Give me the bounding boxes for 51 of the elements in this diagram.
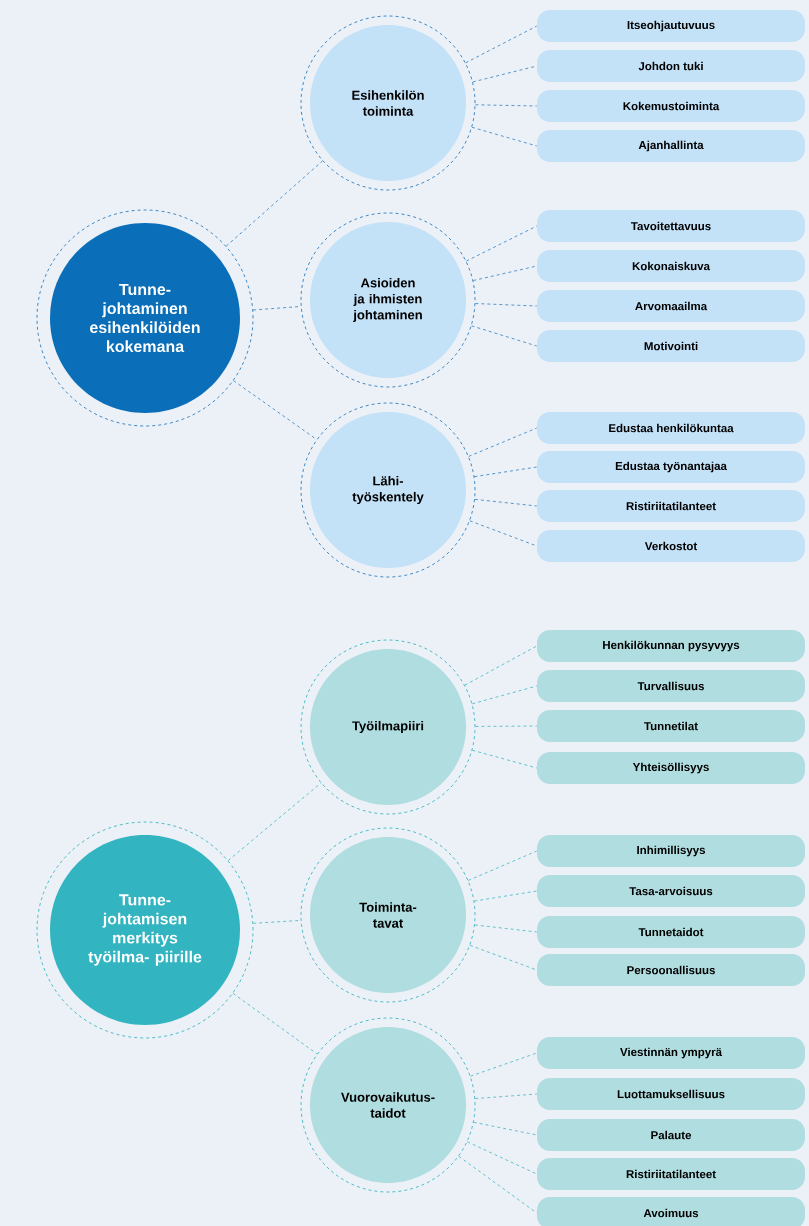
connector-line — [225, 160, 323, 247]
connector-line — [475, 303, 538, 307]
connector-line — [467, 850, 538, 881]
item-pill: Arvomaailma — [537, 290, 805, 322]
item-pill: Ristiriitatilanteet — [537, 1158, 805, 1190]
item-pill: Henkilökunnan pysyvyys — [537, 630, 805, 662]
item-pill: Luottamuksellisuus — [537, 1078, 805, 1110]
connector-line — [465, 225, 538, 262]
connector-line — [227, 782, 322, 861]
connector-line — [232, 993, 318, 1055]
connector-line — [470, 1052, 538, 1077]
connector-line — [473, 1121, 538, 1136]
connector-line — [474, 498, 538, 507]
item-pill: Avoimuus — [537, 1197, 805, 1226]
item-pill: Ristiriitatilanteet — [537, 490, 805, 522]
item-pill: Verkostot — [537, 530, 805, 562]
item-pill: Tunnetilat — [537, 710, 805, 742]
connector-line — [464, 645, 538, 686]
connector-line — [471, 685, 538, 705]
connector-line — [474, 1093, 538, 1099]
item-pill: Tavoitettavuus — [537, 210, 805, 242]
item-pill: Edustaa henkilökuntaa — [537, 412, 805, 444]
item-pill: Kokonaiskuva — [537, 250, 805, 282]
item-pill: Inhimillisyys — [537, 835, 805, 867]
connector-line — [471, 325, 538, 347]
item-pill: Itseohjautuvuus — [537, 10, 805, 42]
connector-line — [473, 890, 538, 902]
item-pill: Turvallisuus — [537, 670, 805, 702]
item-pill: Tasa-arvoisuus — [537, 875, 805, 907]
item-pill: Edustaa työnantajaa — [537, 451, 805, 483]
connector-line — [474, 466, 538, 478]
connector-line — [474, 924, 538, 933]
item-pill: Motivointi — [537, 330, 805, 362]
item-pill: Ajanhallinta — [537, 130, 805, 162]
connector-line — [471, 749, 538, 769]
connector-line — [469, 944, 538, 971]
connector-line — [471, 126, 538, 147]
item-pill: Palaute — [537, 1119, 805, 1151]
connector-line — [466, 1141, 538, 1175]
item-pill: Viestinnän ympyrä — [537, 1037, 805, 1069]
item-pill: Tunnetaidot — [537, 916, 805, 948]
item-pill: Persoonallisuus — [537, 954, 805, 986]
item-pill: Yhteisöllisyys — [537, 752, 805, 784]
connector-line — [458, 1156, 538, 1214]
connector-line — [465, 25, 538, 64]
connector-line — [475, 725, 538, 727]
item-pill: Johdon tuki — [537, 50, 805, 82]
connector-line — [475, 104, 538, 107]
item-pill: Kokemustoiminta — [537, 90, 805, 122]
connector-line — [468, 427, 538, 457]
connector-line — [233, 380, 318, 440]
